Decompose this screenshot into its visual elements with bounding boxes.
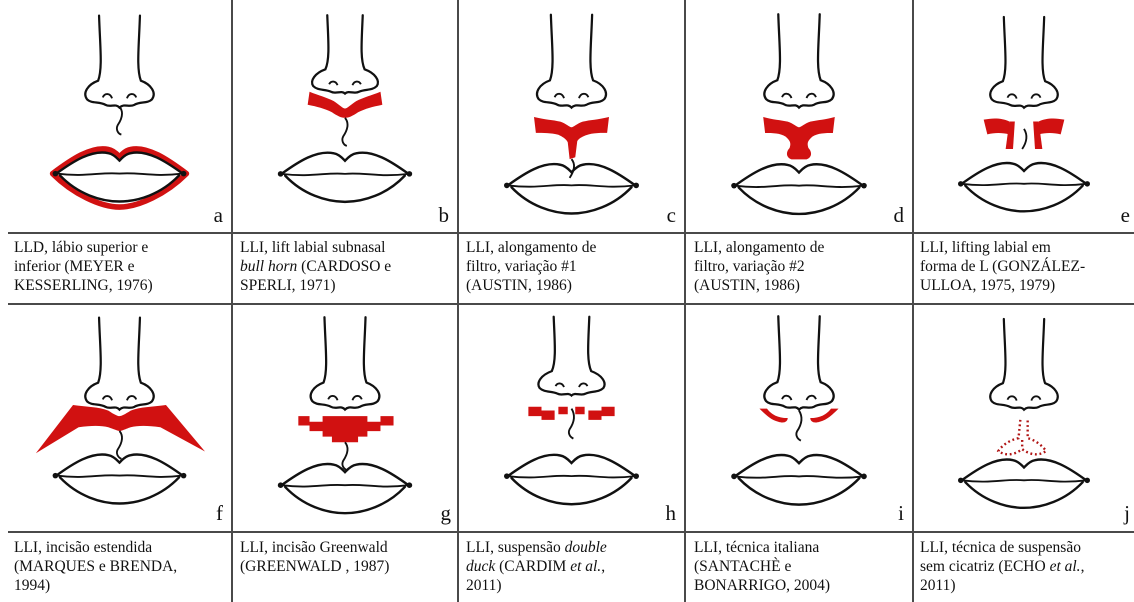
caption-j: LLI, técnica de suspensão sem cicatriz (…	[920, 538, 1132, 595]
grid-line-bottom-caption	[8, 531, 1134, 533]
panel-e: e	[914, 0, 1134, 232]
caption-e: LLI, lifting labial em forma de L (GONZÁ…	[920, 238, 1132, 295]
panel-letter: f	[216, 503, 223, 524]
panel-letter: c	[667, 205, 676, 226]
figure-j-drawing	[914, 305, 1134, 531]
panel-f: f	[8, 305, 231, 531]
figure-c-drawing	[459, 0, 684, 232]
figure-b-drawing	[233, 0, 457, 232]
caption-f: LLI, incisão estendida (MARQUES e BRENDA…	[14, 538, 228, 595]
panel-a: a	[8, 0, 231, 232]
figure-d-drawing	[686, 0, 912, 232]
caption-h: LLI, suspensão double duck (CARDIM et al…	[466, 538, 680, 595]
caption-g: LLI, incisão Greenwald (GREENWALD , 1987…	[240, 538, 454, 576]
figure-i-drawing	[686, 305, 912, 531]
panel-c: c	[459, 0, 684, 232]
panel-letter: a	[214, 205, 223, 226]
figure-e-drawing	[914, 0, 1134, 232]
panel-letter: i	[898, 503, 904, 524]
figure-f-drawing	[8, 305, 231, 531]
caption-i: LLI, técnica italiana (SANTACHÈ e BONARR…	[694, 538, 908, 595]
panel-j: j	[914, 305, 1134, 531]
figure-h-drawing	[459, 305, 684, 531]
panel-letter: d	[894, 205, 905, 226]
panel-letter: b	[439, 205, 450, 226]
panel-g: g	[233, 305, 457, 531]
panel-h: h	[459, 305, 684, 531]
panel-letter: j	[1124, 503, 1130, 524]
panel-letter: g	[441, 503, 452, 524]
caption-d: LLI, alongamento de filtro, variação #2 …	[694, 238, 908, 295]
caption-a: LLD, lábio superior e inferior (MEYER e …	[14, 238, 228, 295]
panel-letter: e	[1121, 205, 1130, 226]
panel-b: b	[233, 0, 457, 232]
figure-a-drawing	[8, 0, 231, 232]
panel-i: i	[686, 305, 912, 531]
caption-b: LLI, lift labial subnasal bull horn (CAR…	[240, 238, 454, 295]
panel-d: d	[686, 0, 912, 232]
grid-line-top-caption	[8, 232, 1134, 234]
panel-letter: h	[666, 503, 677, 524]
caption-c: LLI, alongamento de filtro, variação #1 …	[466, 238, 680, 295]
figure-g-drawing	[233, 305, 457, 531]
